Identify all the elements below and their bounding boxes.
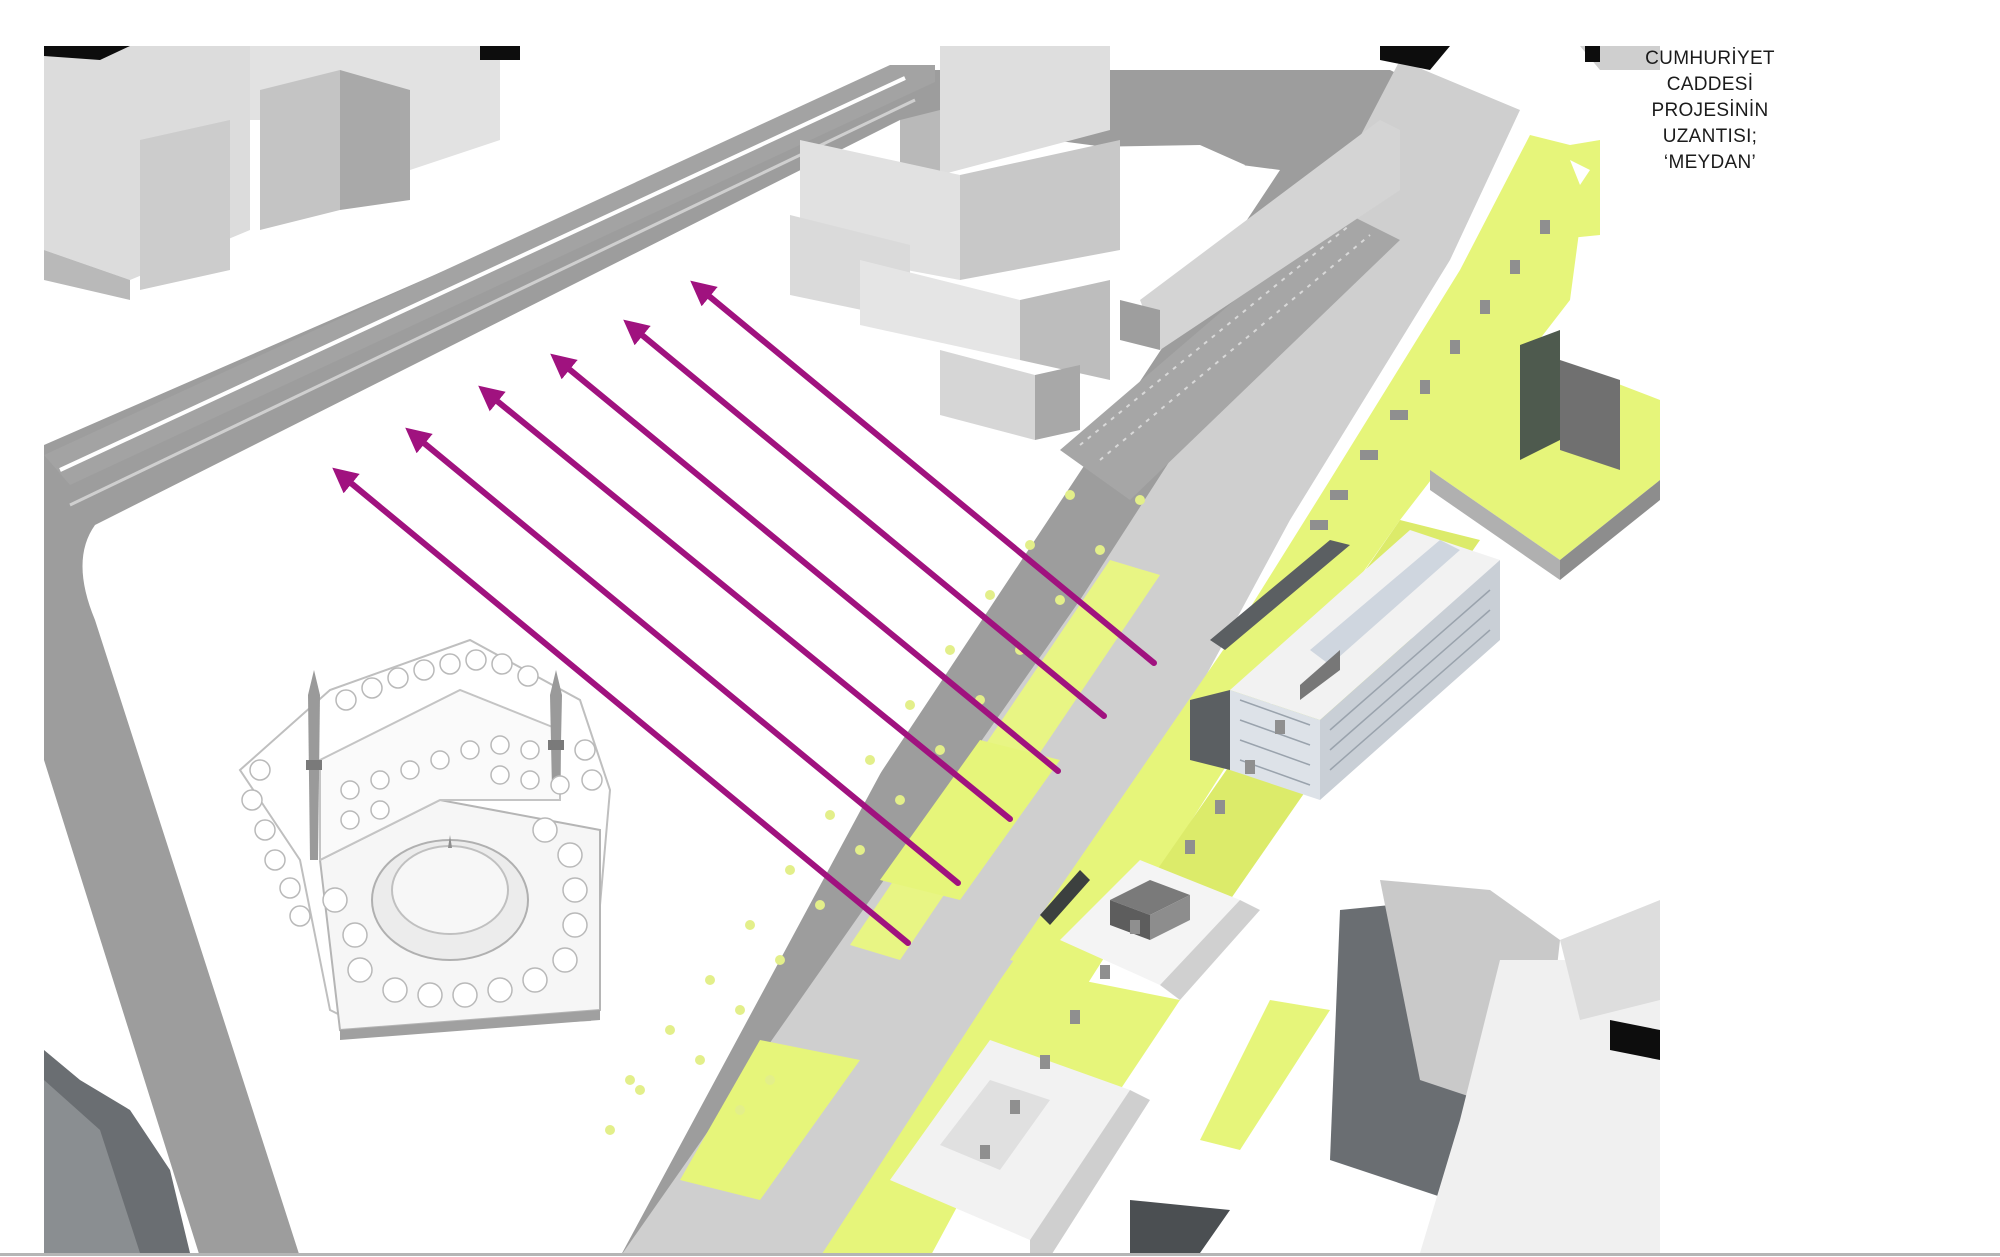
lane-marking [59, 76, 906, 472]
arrow-icon [623, 319, 1107, 719]
existing-buildings-north [790, 46, 1660, 440]
caption-line: CUMHURİYET [1645, 48, 1775, 69]
caption-line: ‘MEYDAN’ [1663, 152, 1757, 173]
caption-line: PROJESİNİN [1651, 100, 1769, 121]
tree-rows [605, 490, 1145, 1135]
north-avenue [44, 65, 935, 485]
perimeter-road [44, 70, 1430, 1253]
lane-marking [69, 98, 916, 507]
shadow-block [1380, 46, 1450, 70]
shadow-block [44, 46, 130, 60]
arrow-icon [690, 280, 1157, 666]
lower-pavilion [890, 1040, 1150, 1253]
mosque-cupolas [241, 649, 603, 1008]
caption-line: CADDESİ [1666, 74, 1754, 95]
bottom-rule [0, 1253, 2000, 1256]
shadow-block [1190, 690, 1230, 770]
lawn-strip [1200, 1000, 1330, 1150]
campus-building-green-roof [1430, 140, 1660, 580]
arrow-icon [332, 467, 911, 946]
arrow-icon [405, 427, 961, 886]
existing-buildings-southwest [44, 1050, 190, 1253]
shadow-block [1610, 1020, 1660, 1060]
lawn-strip [680, 1040, 860, 1200]
pavilion-building [1040, 860, 1260, 1000]
diagram-caption: CUMHURİYET CADDESİ PROJESİNİN UZANTISI; … [1628, 46, 1792, 176]
direction-arrows [332, 280, 1157, 946]
arrow-icon [550, 353, 1061, 774]
lawn-strip [880, 740, 1060, 900]
street-kiosks [980, 220, 1550, 1159]
arrow-icon [478, 385, 1013, 822]
existing-buildings-southeast [1130, 880, 1660, 1253]
parking-lot [1060, 210, 1400, 500]
office-block [1190, 530, 1500, 800]
caption-line: UZANTISI; [1662, 126, 1758, 147]
parking-stalls [1099, 234, 1371, 461]
parking-stalls [1079, 224, 1351, 446]
existing-buildings-northwest [44, 46, 520, 300]
